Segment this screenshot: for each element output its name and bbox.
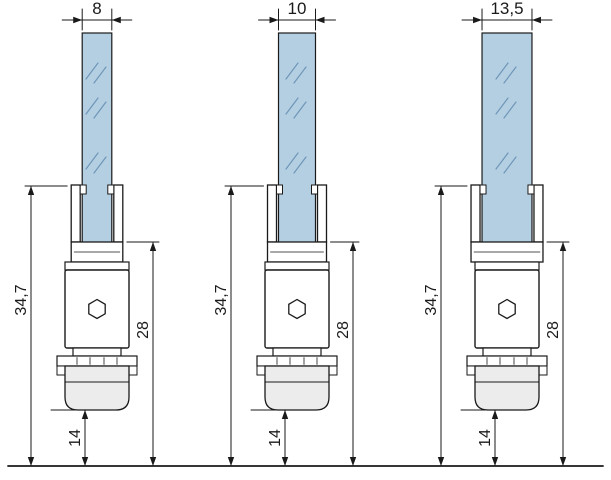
profile-unit-3: 13,5 34,7 28 14 [423, 0, 570, 467]
dimension-arrow [81, 457, 89, 466]
seal-tab-right [328, 365, 338, 376]
dimension-arrow [227, 457, 235, 466]
dimension-arrow [491, 457, 499, 466]
hex-socket [288, 298, 306, 320]
seal-tab-left [466, 365, 476, 376]
seal-tab-right [128, 365, 138, 376]
glass-hatch-mark [93, 156, 107, 174]
top-flange [474, 261, 540, 271]
dimension-arrow [269, 16, 279, 24]
dimension-arrow [559, 242, 567, 251]
seal-bulb [64, 365, 130, 411]
body-height-label: 28 [335, 321, 352, 339]
seal-step [72, 347, 122, 357]
seal-step [482, 347, 532, 357]
glass-hatch-mark [495, 62, 509, 80]
clamp-arm-right [316, 184, 328, 243]
clamp-lip-left [79, 184, 87, 195]
clamp-lip-left [276, 184, 283, 195]
glass-hatch-mark [495, 97, 509, 115]
glass-hatch-mark [503, 66, 517, 84]
profile-unit-2: 10 34,7 28 14 [213, 0, 360, 467]
clamp-arm-left [266, 184, 278, 243]
drop-height-label: 14 [267, 429, 284, 447]
glass-width-label: 8 [92, 0, 101, 18]
clamp-arm-right [113, 184, 124, 243]
glass-panel [481, 32, 533, 249]
drop-height-label: 14 [67, 429, 84, 447]
dimension-arrow [149, 457, 157, 466]
clamp-lip-right [527, 184, 535, 195]
top-flange [64, 261, 130, 271]
seal-bulb [474, 365, 540, 411]
seal-tab-right [538, 365, 548, 376]
overall-height-label: 34,7 [423, 284, 440, 315]
seal-plate [256, 355, 338, 367]
dimension-arrow [491, 410, 499, 419]
dimension-arrow [149, 242, 157, 251]
dimension-arrow [73, 16, 83, 24]
glass-hatch-mark [293, 66, 307, 84]
hex-socket [498, 298, 516, 320]
glass-hatch-mark [93, 66, 107, 84]
glass-width-label: 13,5 [490, 0, 523, 18]
dimension-arrow [349, 242, 357, 251]
dimension-arrow [531, 16, 541, 24]
dimension-arrow [281, 410, 289, 419]
dimension-arrow [559, 457, 567, 466]
seal-plate [56, 355, 138, 367]
drop-height-label: 14 [477, 429, 494, 447]
dimension-arrow [437, 457, 445, 466]
seal-tab-left [56, 365, 66, 376]
clamp-arm-left [470, 184, 481, 243]
glass-hatch-mark [285, 97, 299, 115]
clamp-arm-right [533, 184, 544, 243]
clamp-arm-left [70, 184, 81, 243]
glass-hatch-mark [85, 97, 99, 115]
glass-hatch-mark [85, 152, 99, 170]
clamp-lip-right [311, 184, 318, 195]
glass-hatch-mark [285, 62, 299, 80]
glass-hatch-mark [495, 152, 509, 170]
dimension-arrow [227, 186, 235, 195]
overall-height-label: 34,7 [213, 284, 230, 315]
body-height-label: 28 [545, 321, 562, 339]
top-flange [264, 261, 330, 271]
body-height-label: 28 [135, 321, 152, 339]
dimension-arrow [349, 457, 357, 466]
glass-width-label: 10 [288, 0, 307, 18]
glass-hatch-mark [293, 156, 307, 174]
glass-hatch-mark [85, 62, 99, 80]
seal-tab-left [256, 365, 266, 376]
overall-height-label: 34,7 [13, 284, 30, 315]
dimension-arrow [437, 186, 445, 195]
dimension-arrow [281, 457, 289, 466]
dimension-arrow [111, 16, 121, 24]
seal-plate [466, 355, 548, 367]
hex-socket [88, 298, 106, 320]
seal-bulb [264, 365, 330, 411]
seal-step [272, 347, 322, 357]
glass-hatch-mark [93, 101, 107, 119]
clamp-lip-right [107, 184, 115, 195]
dimension-arrow [27, 186, 35, 195]
profile-unit-1: 8 34,7 28 14 [13, 0, 160, 467]
dimension-arrow [27, 457, 35, 466]
dimension-arrow [473, 16, 483, 24]
clamp-lip-left [479, 184, 487, 195]
glass-hatch-mark [285, 152, 299, 170]
glass-hatch-mark [503, 156, 517, 174]
glass-hatch-mark [293, 101, 307, 119]
glass-hatch-mark [503, 101, 517, 119]
dimension-arrow [315, 16, 325, 24]
dimension-arrow [81, 410, 89, 419]
